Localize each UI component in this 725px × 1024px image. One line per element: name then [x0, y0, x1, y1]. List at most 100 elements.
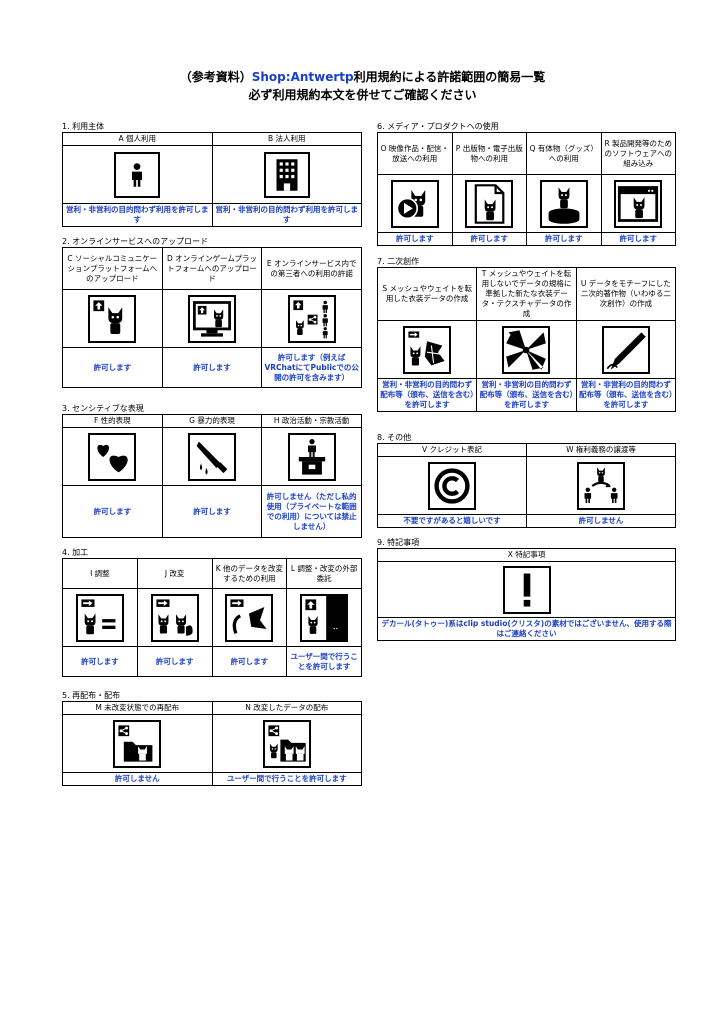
- cell-head: E オンラインサービス内での第三者への利用の許諾: [261, 247, 362, 290]
- section-online-upload: 2. オンラインサービスへのアップロード C ソーシャルコミュニケーションプラッ…: [62, 237, 362, 388]
- cell-head: S メッシュやウェイトを転用した衣装データの作成: [376, 267, 478, 321]
- cell-result: 許可します: [62, 485, 163, 538]
- cell-head: W 権利義務の譲渡等: [526, 443, 676, 457]
- media-products-table: O 映像作品・配信・放送への利用 P 出版物・電子出版物への利用 Q 有体物（グ…: [377, 132, 676, 246]
- section-label: 2. オンラインサービスへのアップロード: [62, 237, 209, 246]
- section-redistribution: 5. 再配布・配布 M 未改変状態での再配布 N 改変したデータの配布 許可しま…: [62, 691, 362, 786]
- cell-head: M 未改変状態での再配布: [62, 701, 213, 715]
- cell-head: D オンラインゲームプラットフォームへのアップロード: [161, 247, 263, 290]
- cell-head: O 映像作品・配信・放送への利用: [377, 132, 453, 175]
- cell-result: 許可します: [62, 347, 163, 388]
- texture-icon: [502, 325, 551, 374]
- cell-head: A 個人利用: [62, 132, 213, 146]
- cell-result: 営利・非営利の目的問わず利用を許可します: [62, 203, 213, 227]
- title-prefix: （参考資料）: [179, 70, 252, 84]
- adjust-icon: [75, 593, 124, 642]
- special-notes-table: X 特記事項 デカール(タトゥー)系はclip studio(クリスタ)の素材で…: [377, 548, 676, 641]
- cell-result: 営利・非営利の目的問わず配布等（頒布、送信を含む）を許可します: [476, 378, 577, 412]
- cell-head: G 暴力的表現: [161, 414, 263, 428]
- mesh-icon: [403, 325, 452, 374]
- derive-icon: [225, 593, 274, 642]
- document-icon: [465, 179, 514, 228]
- section-special-notes: 9. 特記事項 X 特記事項 デカール(タトゥー)系はclip studio(ク…: [377, 538, 676, 641]
- cell-result: デカール(タトゥー)系はclip studio(クリスタ)の素材ではございません…: [377, 617, 676, 641]
- section-label: 3. センシティブな表現: [62, 404, 144, 413]
- page-title: （参考資料）Shop:Antwertp利用規約による許諾範囲の簡易一覧 必ず利用…: [0, 68, 725, 104]
- section-label: 9. 特記事項: [377, 538, 420, 547]
- monitor-upload-icon: [187, 294, 236, 343]
- cell-head: C ソーシャルコミュニケーションプラットフォームへのアップロード: [62, 247, 163, 290]
- cell-result: 不要ですがあると嬉しいです: [377, 514, 527, 528]
- cell-result: 許可しません: [62, 772, 213, 786]
- section-label: 1. 利用主体: [62, 122, 105, 131]
- podium-icon: [287, 432, 336, 481]
- cell-result: 許可します（例えばVRChatにてPublicでの公開の許可を含みます）: [261, 347, 362, 388]
- section-other: 8. その他 V クレジット表記 W 権利義務の譲渡等 不要ですがあると嬉しいで…: [377, 433, 676, 528]
- page-subtitle: 必ず利用規約本文を併せてご確認ください: [248, 88, 477, 102]
- section-media-products: 6. メディア・プロダクトへの使用 O 映像作品・配信・放送への利用 P 出版物…: [377, 122, 676, 246]
- section-derivative: 7. 二次創作 S メッシュやウェイトを転用した衣装データの作成 T メッシュや…: [376, 257, 677, 412]
- knife-icon: [187, 432, 236, 481]
- cell-result: 許可します: [377, 232, 453, 246]
- exclamation-icon: [502, 565, 551, 614]
- cell-head: F 性的表現: [62, 414, 163, 428]
- software-icon: [614, 179, 663, 228]
- video-icon: [390, 179, 439, 228]
- cell-head: J 改変: [136, 558, 213, 589]
- cell-head: U データをモチーフにした二次的著作物（いわゆる二次創作）の作成: [575, 267, 677, 321]
- cell-head: I 調整: [62, 558, 138, 589]
- cell-result: 許可します: [526, 232, 602, 246]
- section-label: 7. 二次創作: [377, 257, 420, 266]
- title-brand: Shop:Antwertp: [251, 70, 354, 84]
- section-label: 4. 加工: [62, 548, 89, 557]
- person-icon: [114, 151, 161, 198]
- cell-head: N 改変したデータの配布: [211, 701, 362, 715]
- cell-head: T メッシュやウェイトを転用しないでデータの規格に準拠した新たな衣装データ・テク…: [476, 267, 577, 321]
- cell-result: 許可しません: [526, 514, 676, 528]
- figure-icon: [539, 179, 588, 228]
- cell-head: L 調整・改変の外部委託: [286, 558, 362, 589]
- distribute-modified-icon: [262, 719, 311, 768]
- cell-head: H 政治活動・宗教活動: [261, 414, 362, 428]
- cell-result: ユーザー間で行うことを許可します: [211, 772, 362, 786]
- cell-result: 許可しません（ただし私的使用（プライベートな範囲での利用）については禁止しません…: [261, 485, 362, 538]
- cell-result: 許可します: [600, 232, 676, 246]
- section-processing: 4. 加工 I 調整 J 改変 K 他のデータを改変するための利用 L 調整・改…: [62, 548, 362, 677]
- redistribute-icon: [113, 719, 162, 768]
- copyright-icon: [428, 461, 476, 510]
- cell-head: K 他のデータを改変するための利用: [211, 558, 288, 589]
- cell-result: 許可します: [211, 646, 288, 677]
- upload-cat-icon: [88, 294, 137, 343]
- cell-head: P 出版物・電子出版物への利用: [451, 132, 527, 175]
- building-icon: [263, 151, 310, 198]
- cell-result: 許可します: [62, 646, 138, 677]
- section-label: 8. その他: [377, 433, 412, 442]
- cell-result: 許可します: [136, 646, 213, 677]
- cell-result: 許可します: [451, 232, 527, 246]
- transfer-icon: [577, 461, 625, 510]
- outsource-icon: [300, 593, 349, 642]
- modify-icon: [150, 593, 199, 642]
- cell-result: 許可します: [161, 485, 263, 538]
- pen-icon: [601, 325, 650, 374]
- share-users-icon: [287, 294, 336, 343]
- cell-result: ユーザー間で行うことを許可します: [286, 646, 362, 677]
- cell-result: 営利・非営利の目的問わず利用を許可します: [211, 203, 362, 227]
- cell-result: 営利・非営利の目的問わず配布等（頒布、送信を含む）を許可します: [376, 378, 478, 412]
- hearts-icon: [88, 432, 137, 481]
- title-suffix: 利用規約による許諾範囲の簡易一覧: [353, 70, 546, 84]
- section-label: 5. 再配布・配布: [62, 691, 121, 700]
- redistribution-table: M 未改変状態での再配布 N 改変したデータの配布 許可しません ユーザー間で行…: [62, 701, 362, 786]
- cell-head: X 特記事項: [377, 548, 676, 562]
- section-usage-subject: 1. 利用主体 A 個人利用 B 法人利用 営利・非営利の目的問わず利用を許可し…: [62, 122, 362, 227]
- derivative-table: S メッシュやウェイトを転用した衣装データの作成 T メッシュやウェイトを転用し…: [376, 267, 677, 412]
- cell-result: 営利・非営利の目的問わず配布等（頒布、送信を含む）を許可します: [575, 378, 677, 412]
- cell-head: R 製品開発等のためのソフトウェアへの組み込み: [600, 132, 676, 175]
- other-table: V クレジット表記 W 権利義務の譲渡等 不要ですがあると嬉しいです 許可しませ…: [377, 443, 676, 528]
- cell-result: 許可します: [161, 347, 263, 388]
- section-sensitive: 3. センシティブな表現 F 性的表現 G 暴力的表現 H 政治活動・宗教活動 …: [62, 404, 362, 538]
- usage-subject-table: A 個人利用 B 法人利用 営利・非営利の目的問わず利用を許可します 営利・非営…: [62, 132, 362, 227]
- processing-table: I 調整 J 改変 K 他のデータを改変するための利用 L 調整・改変の外部委託…: [62, 558, 362, 677]
- section-label: 6. メディア・プロダクトへの使用: [377, 122, 499, 131]
- cell-head: B 法人利用: [211, 132, 362, 146]
